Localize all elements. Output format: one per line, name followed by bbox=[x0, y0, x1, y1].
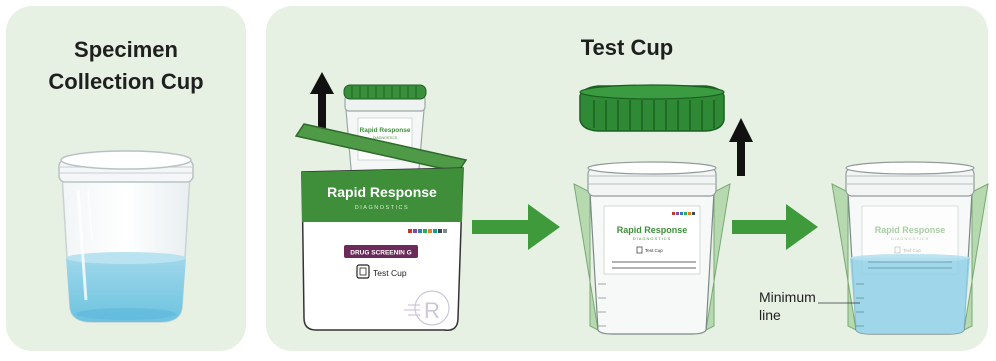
pouch-product-text: Test Cup bbox=[373, 268, 407, 278]
minimum-label-line1: Minimum bbox=[759, 289, 816, 305]
cup-lid bbox=[579, 84, 725, 132]
arrow-right-icon-1 bbox=[472, 204, 560, 250]
filled-cup-liquid bbox=[850, 258, 970, 334]
up-arrow-icon-2 bbox=[729, 118, 753, 176]
label-swatches bbox=[672, 212, 695, 215]
cup-in-pouch: Rapid Response DIAGNOSTICS Test Cup bbox=[343, 84, 427, 181]
specimen-title-line2: Collection Cup bbox=[48, 69, 204, 94]
filled-cup-label-product: Test Cup bbox=[903, 248, 921, 253]
small-cup-subbrand: DIAGNOSTICS bbox=[373, 136, 398, 140]
arrow-right-icon-2 bbox=[732, 204, 818, 250]
small-cup-brand: Rapid Response bbox=[360, 127, 411, 134]
test-cup-title: Test Cup bbox=[580, 35, 674, 60]
test-cup-pouch: Rapid Response DIAGNOSTICS DRUG SCREENIN… bbox=[294, 123, 468, 331]
specimen-title: Specimen Collection Cup bbox=[6, 34, 246, 98]
r-logo-icon: R bbox=[404, 290, 450, 326]
specimen-liquid bbox=[66, 258, 186, 322]
cup-label-product: Test Cup bbox=[645, 248, 663, 253]
r-logo-letter: R bbox=[424, 298, 440, 323]
pouch-brand: Rapid Response bbox=[327, 184, 437, 200]
color-swatches bbox=[408, 229, 447, 233]
open-test-cup: Rapid Response DIAGNOSTICS Test Cup bbox=[573, 161, 731, 335]
minimum-line-label: Minimum line bbox=[759, 288, 816, 324]
cup-label-brand: Rapid Response bbox=[617, 225, 688, 235]
pouch-subbrand: DIAGNOSTICS bbox=[355, 205, 409, 211]
filled-cup-label-brand: Rapid Response bbox=[875, 225, 946, 235]
pouch-badge-text: DRUG SCREENIN G bbox=[350, 250, 411, 257]
minimum-label-line2: line bbox=[759, 307, 781, 323]
cup-label-subbrand: DIAGNOSTICS bbox=[633, 236, 672, 241]
filled-test-cup: Rapid Response DIAGNOSTICS Test Cup bbox=[818, 161, 989, 335]
up-arrow-icon bbox=[310, 72, 334, 128]
drug-screening-badge bbox=[344, 245, 418, 258]
specimen-title-line1: Specimen bbox=[74, 37, 178, 62]
specimen-cup bbox=[58, 150, 194, 323]
cup-icon bbox=[356, 264, 370, 279]
filled-cup-label-subbrand: DIAGNOSTICS bbox=[891, 236, 930, 241]
